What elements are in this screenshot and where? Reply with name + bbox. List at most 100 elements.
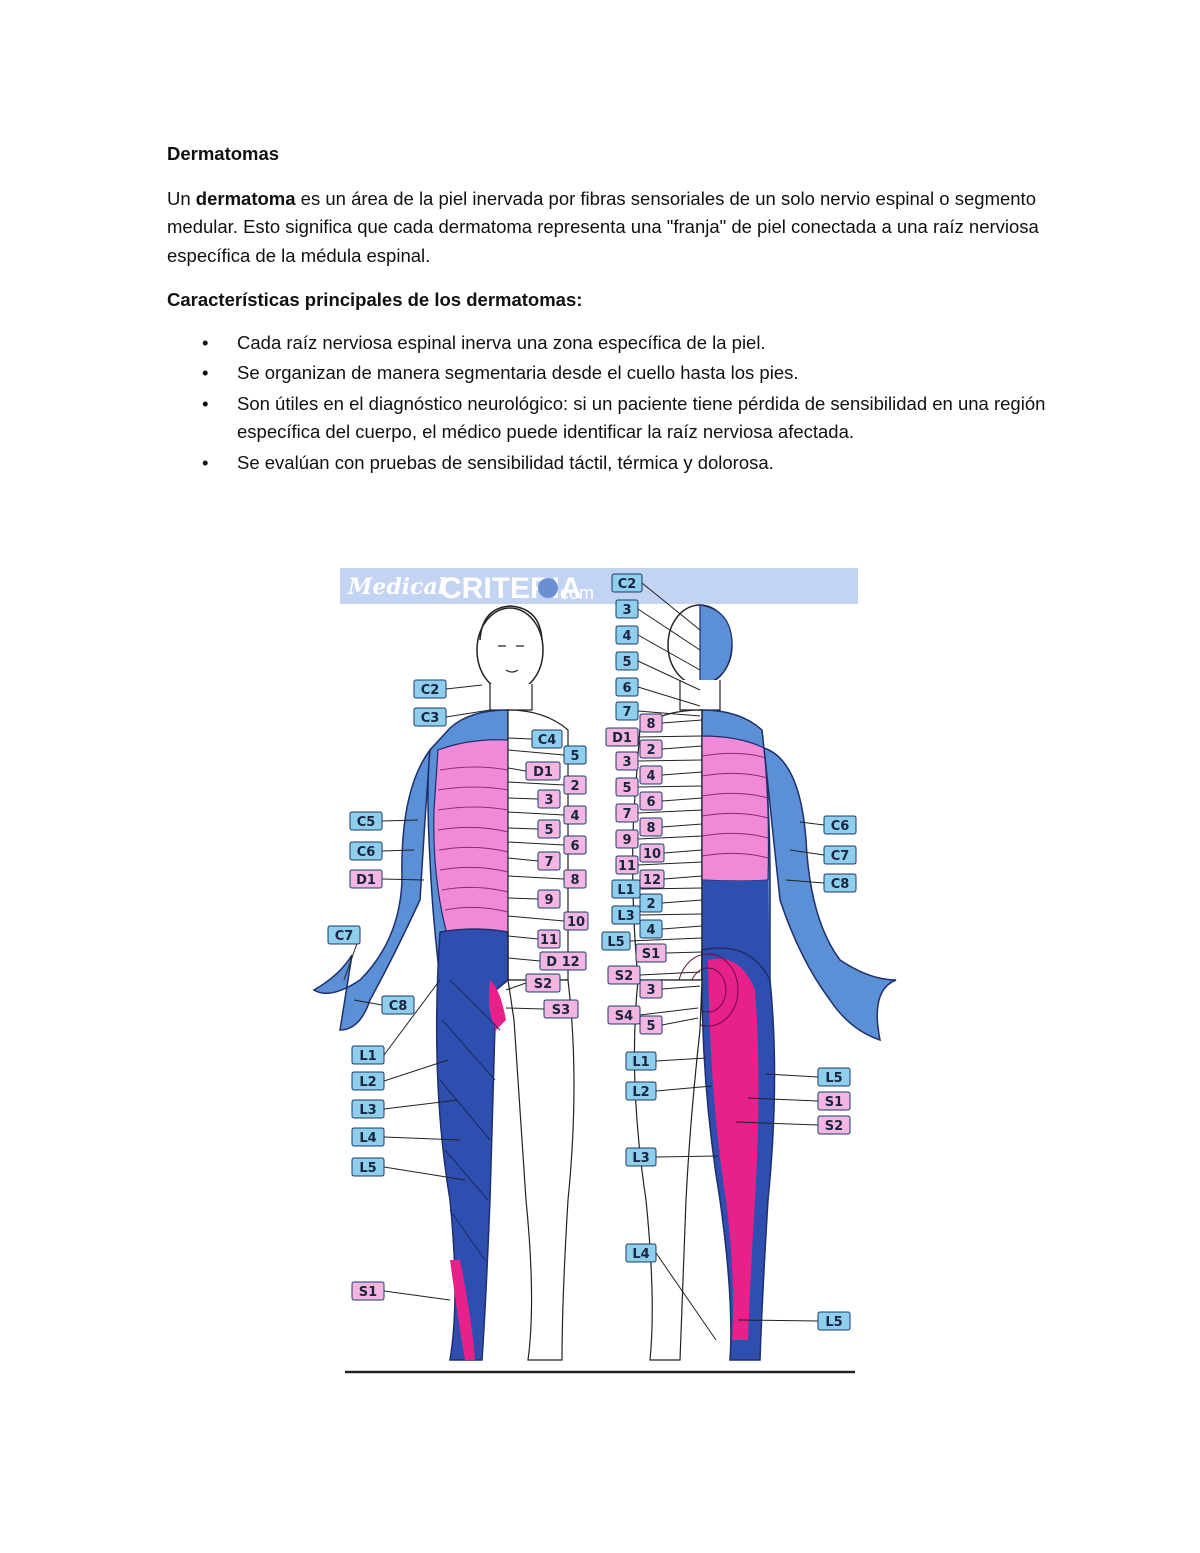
label-box [625, 1147, 657, 1167]
leader-line [655, 1057, 707, 1062]
dermatome-label-back-left-10: 4 [639, 765, 703, 785]
label-box [639, 869, 665, 889]
label-text: L1 [632, 1055, 649, 1070]
label-text: 4 [570, 809, 579, 824]
dermatome-label-back-left-18: 12 [639, 869, 703, 889]
dermatome-label-front-right-7: 6 [507, 835, 587, 855]
dermatome-label-back-left-22: 4 [639, 919, 703, 939]
label-text: L5 [359, 1161, 376, 1176]
leader-line [637, 861, 703, 866]
dermatome-label-front-right-3: 2 [507, 775, 587, 795]
leader-line [639, 971, 701, 976]
dermatome-label-back-left-11: 5 [615, 777, 703, 797]
front-head [476, 607, 544, 693]
leader-line [507, 811, 565, 816]
leader-line [637, 809, 703, 814]
label-text: 2 [646, 897, 655, 912]
label-text: 7 [544, 855, 553, 870]
label-box [615, 751, 639, 771]
back-torso-pink [701, 735, 770, 882]
leader-line [637, 686, 701, 707]
label-box [615, 777, 639, 797]
dermatome-label-front-left-8: L2 [351, 1059, 449, 1091]
label-box [611, 879, 641, 899]
label-text: C7 [831, 849, 850, 864]
leader-line [661, 771, 703, 776]
leader-line [383, 1166, 466, 1181]
bullet-icon: • [202, 451, 209, 473]
dermatome-label-front-left-9: L3 [351, 1099, 459, 1119]
dermatome-label-back-left-30: L2 [625, 1081, 713, 1101]
label-box [601, 931, 631, 951]
dermatome-label-front-left-0: C2 [413, 679, 483, 699]
label-box [817, 1067, 851, 1087]
dermatome-label-back-left-20: 2 [639, 893, 703, 913]
label-text: 6 [622, 681, 631, 696]
label-text: 8 [570, 873, 579, 888]
label-text: 7 [622, 705, 631, 720]
label-box [823, 815, 857, 835]
label-text: D 12 [546, 955, 579, 970]
leader-line [507, 841, 565, 846]
dermatome-label-back-left-28: 5 [639, 1015, 699, 1035]
label-text: C7 [335, 929, 354, 944]
leader-line [665, 951, 703, 954]
leader-line [747, 1097, 819, 1102]
list-item: •Se organizan de manera segmentaria desd… [167, 359, 1047, 388]
label-box [539, 951, 587, 971]
label-box [351, 1045, 385, 1065]
dermatome-label-back-left-5: 7 [615, 701, 701, 721]
label-box [639, 765, 663, 785]
label-text: L3 [632, 1151, 649, 1166]
dermatome-label-back-left-7: D1 [605, 727, 703, 747]
label-text: C2 [618, 577, 637, 592]
label-text: 2 [646, 743, 655, 758]
dermatome-label-front-left-1: C3 [413, 707, 491, 727]
leader-line [661, 925, 703, 930]
label-text: 11 [540, 933, 558, 948]
leader-line [507, 915, 565, 922]
leader-line [507, 875, 565, 880]
dermatome-label-back-left-25: S2 [607, 965, 701, 985]
leader-line [737, 1319, 819, 1322]
label-box [537, 789, 561, 809]
label-text: 6 [570, 839, 579, 854]
label-box [615, 651, 639, 671]
leader-line [381, 878, 425, 881]
leader-line [663, 875, 703, 880]
dermatome-label-front-right-12: 11 [507, 929, 561, 949]
dermatome-label-back-right-6: L5 [737, 1311, 851, 1331]
leader-line [641, 582, 701, 631]
dermatome-label-front-right-4: 3 [507, 789, 561, 809]
leader-line [507, 857, 539, 862]
dermatome-label-back-left-3: 5 [615, 651, 701, 691]
front-foot-s1 [450, 1260, 475, 1360]
label-box [639, 739, 663, 759]
label-box [563, 835, 587, 855]
dermatome-label-back-left-16: 10 [639, 843, 703, 863]
label-box [349, 841, 383, 861]
leader-line [505, 1007, 545, 1010]
leader-line [507, 781, 565, 786]
label-box [349, 869, 383, 889]
dermatome-label-back-left-26: 3 [639, 979, 701, 999]
leader-line [661, 797, 703, 802]
bullet-icon: • [202, 362, 209, 383]
leader-line [639, 913, 703, 916]
leader-line [505, 982, 527, 991]
leader-line [381, 819, 419, 822]
leader-line [637, 634, 701, 671]
leader-line [445, 709, 491, 718]
leader-line [507, 957, 541, 962]
features-heading: Características principales de los derma… [167, 289, 583, 310]
leader-line [661, 745, 703, 750]
label-text: 8 [646, 821, 655, 836]
label-text: L2 [632, 1085, 649, 1100]
leader-line [655, 1252, 717, 1341]
leader-line [629, 937, 703, 942]
label-box [349, 811, 383, 831]
dermatome-label-front-right-9: 8 [507, 869, 587, 889]
watermark-banner [340, 568, 858, 604]
dermatome-label-back-left-27: S4 [607, 1005, 699, 1025]
